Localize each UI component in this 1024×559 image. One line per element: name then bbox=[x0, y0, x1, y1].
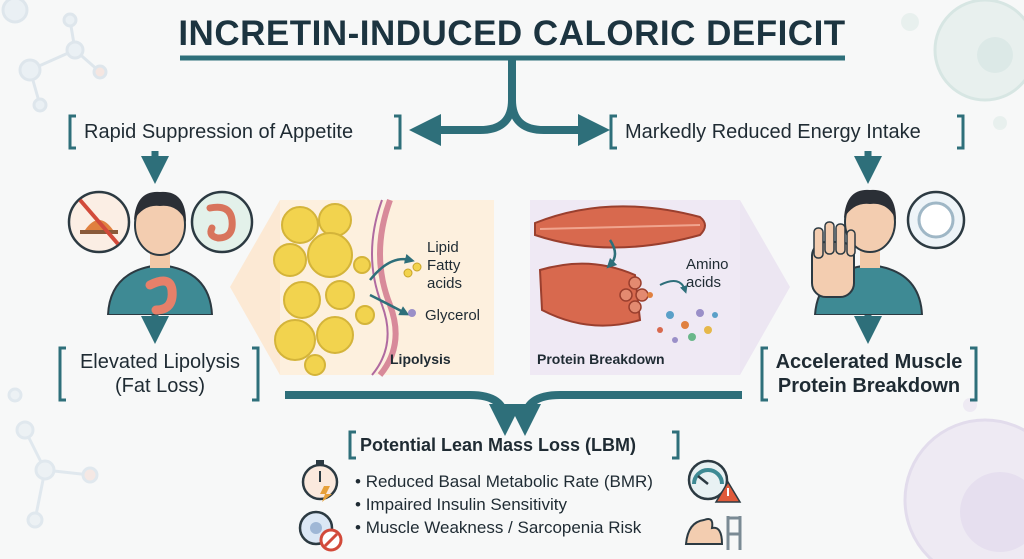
weak-arm-walker-icon bbox=[684, 516, 742, 550]
person-stop-eating bbox=[811, 189, 966, 315]
label-muscle-breakdown: Accelerated Muscle Protein Breakdown bbox=[768, 350, 970, 398]
label-line-2: Protein Breakdown bbox=[777, 375, 961, 397]
caption-protein-breakdown: Protein Breakdown bbox=[537, 351, 665, 367]
bullet-sarcopenia: Muscle Weakness / Sarcopenia Risk bbox=[365, 518, 642, 537]
label-glycerol: Glycerol bbox=[425, 307, 481, 324]
label-line-2: (Fat Loss) bbox=[114, 375, 206, 397]
label-amino-acids: Amino acids bbox=[686, 256, 729, 292]
heading-appetite-suppression: Rapid Suppression of Appetite bbox=[84, 121, 354, 143]
cell-decor-bottom-right bbox=[903, 398, 1024, 559]
person-figure bbox=[106, 191, 214, 315]
bullet-item: • Reduced Basal Metabolic Rate (BMR) bbox=[355, 472, 653, 491]
outcome-left-icons bbox=[298, 460, 343, 552]
lipolysis-panel bbox=[230, 198, 494, 377]
label-fatty: Fatty bbox=[427, 257, 461, 274]
label-line-1: Accelerated Muscle bbox=[775, 351, 963, 373]
bullet-item: • Impaired Insulin Sensitivity bbox=[355, 495, 567, 514]
label-lipid-fatty-acids: Lipid Fatty acids bbox=[427, 239, 462, 293]
amino-acid-particles bbox=[647, 292, 718, 343]
fat-cells bbox=[273, 203, 375, 376]
merge-arrow-left bbox=[285, 391, 521, 436]
protein-panel bbox=[530, 200, 790, 375]
page-title: INCRETIN-INDUCED CALORIC DEFICIT bbox=[178, 14, 846, 53]
center-panels bbox=[230, 198, 790, 377]
heading-reduced-energy-intake: Markedly Reduced Energy Intake bbox=[625, 121, 921, 143]
cell-decor-top-right bbox=[901, 0, 1024, 130]
molecule-decor-top-left bbox=[1, 0, 108, 113]
split-arrow-right bbox=[508, 60, 610, 146]
speedometer-warning-icon bbox=[687, 459, 742, 503]
empty-plate-icon bbox=[906, 190, 966, 250]
bullet-item: • Muscle Weakness / Sarcopenia Risk bbox=[355, 518, 642, 537]
molecule-decor-bottom-left bbox=[7, 387, 99, 529]
label-acids: acids bbox=[427, 275, 463, 292]
blocked-cell-icon bbox=[298, 510, 343, 552]
caption-lipolysis: Lipolysis bbox=[390, 351, 451, 367]
bullet-bmr: Reduced Basal Metabolic Rate (BMR) bbox=[365, 472, 653, 491]
stopwatch-icon bbox=[301, 460, 339, 502]
label-elevated-lipolysis: Elevated Lipolysis (Fat Loss) bbox=[70, 350, 250, 398]
label-line-1: Elevated Lipolysis bbox=[79, 351, 241, 373]
merge-arrow-right bbox=[509, 391, 742, 436]
bullet-insulin: Impaired Insulin Sensitivity bbox=[365, 495, 567, 514]
stomach-bubble-icon bbox=[190, 190, 254, 254]
label-amino: Amino bbox=[686, 256, 729, 273]
stop-hand-icon bbox=[811, 221, 856, 298]
outcome-title: Potential Lean Mass Loss (LBM) bbox=[360, 435, 637, 455]
label-lipid: Lipid bbox=[427, 239, 459, 256]
no-food-icon bbox=[67, 190, 131, 254]
person-appetite-suppressed bbox=[67, 190, 254, 315]
outcome-right-icons bbox=[684, 459, 742, 550]
label-acids: acids bbox=[686, 274, 722, 291]
person-figure bbox=[813, 189, 924, 315]
outcome-bullet-list: • Reduced Basal Metabolic Rate (BMR) • I… bbox=[355, 470, 653, 539]
